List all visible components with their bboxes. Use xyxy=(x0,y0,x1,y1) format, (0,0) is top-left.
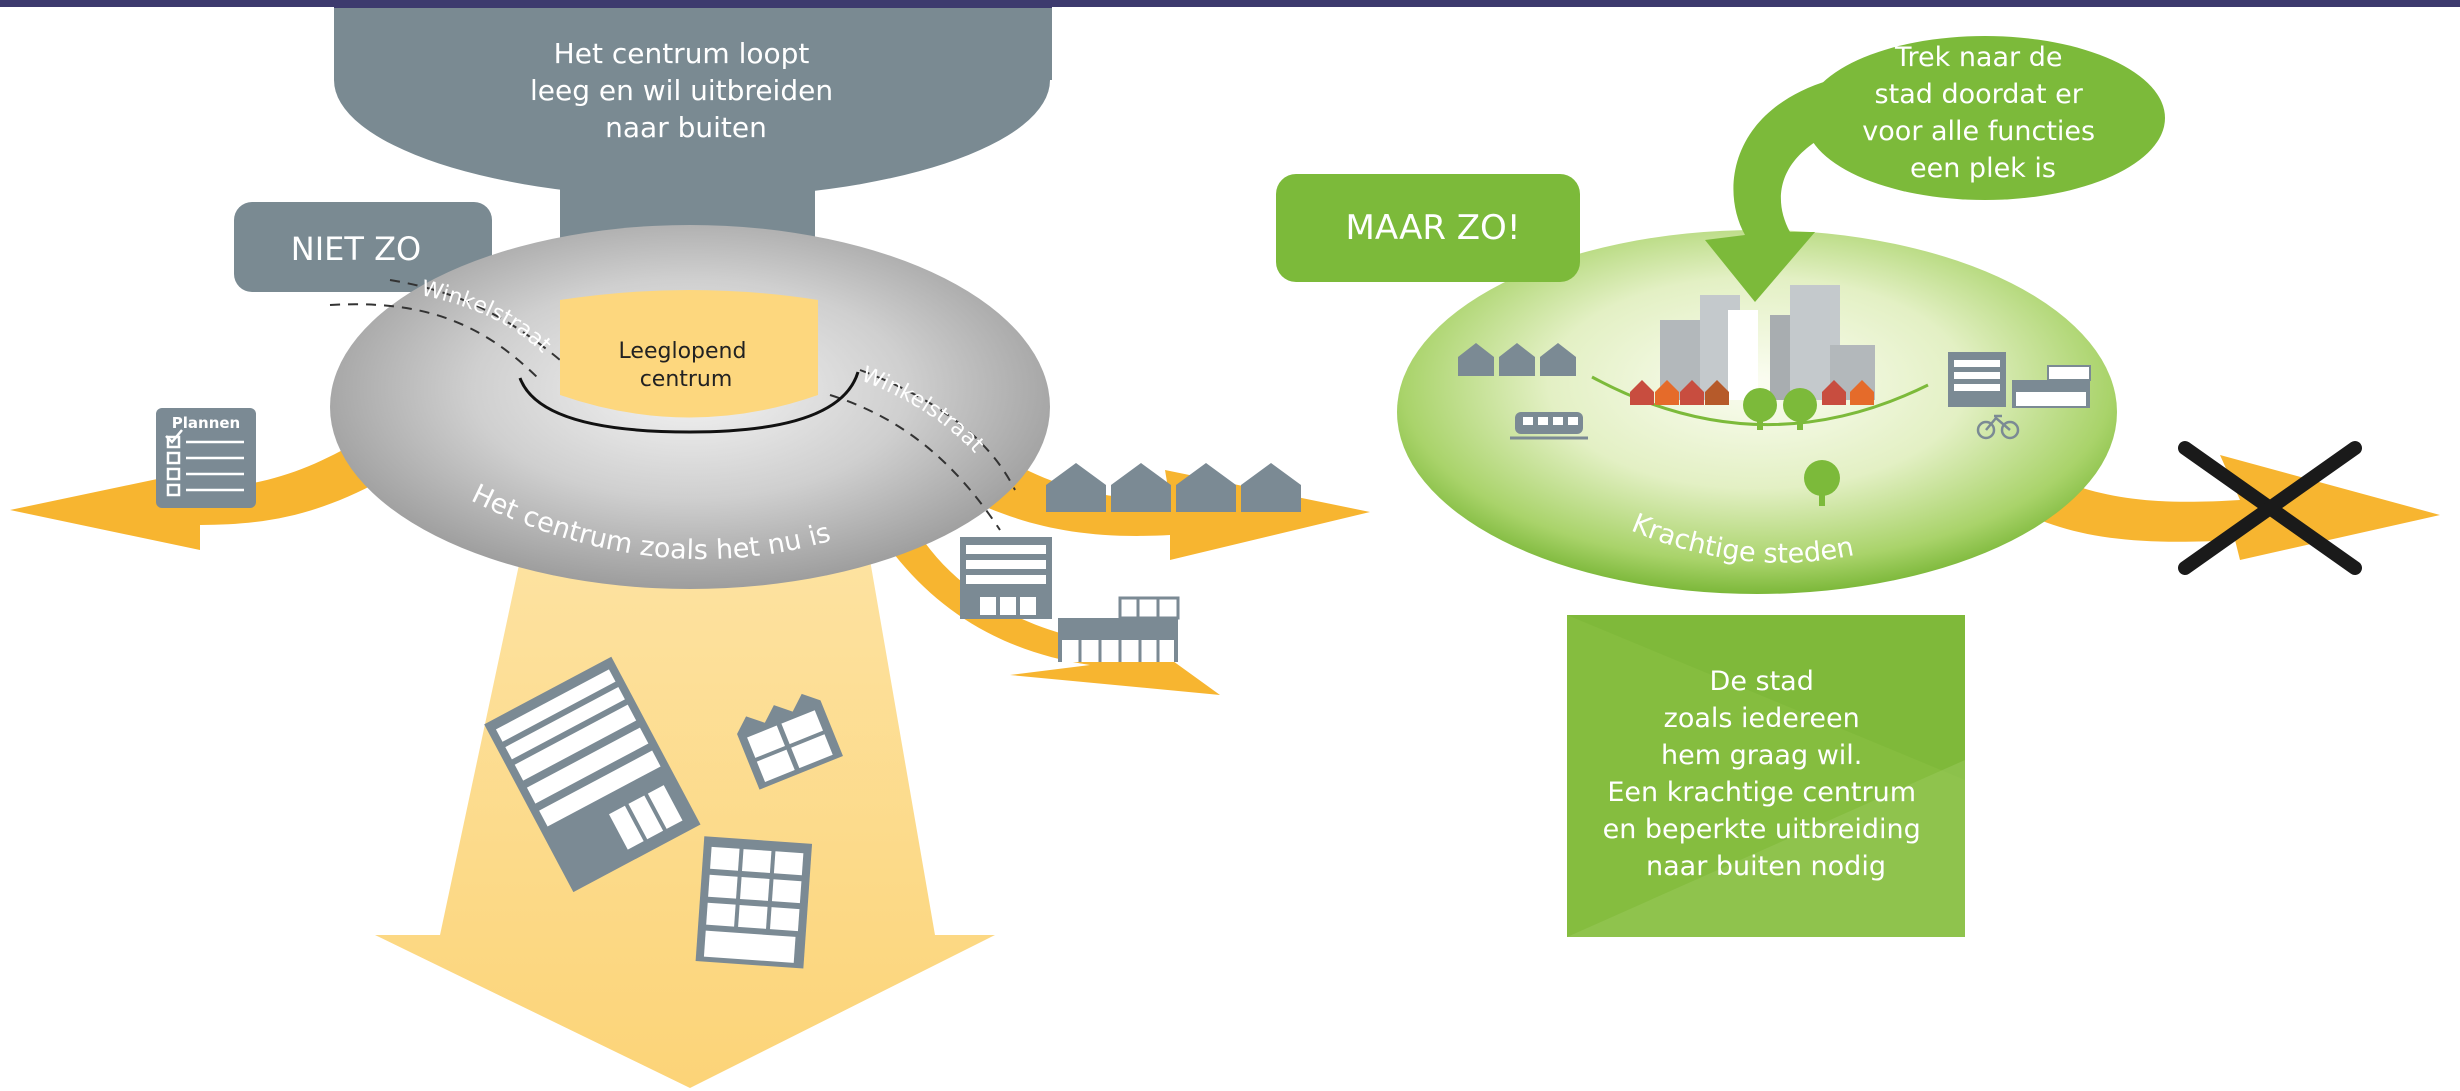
svg-text:Leeglopend centrum: Leeglopend centrum xyxy=(619,339,754,392)
box-line-3: hem graag wil. xyxy=(1661,740,1862,771)
niet-zo-label: NIET ZO xyxy=(291,230,421,268)
box-line-5: en beperkte uitbreiding xyxy=(1603,814,1921,845)
office-building-icon xyxy=(960,537,1052,619)
empty-center-box: Leeglopend centrum xyxy=(518,290,860,434)
street-dash-left xyxy=(329,303,541,381)
blocked-arrow xyxy=(2040,455,2440,560)
tree-icon xyxy=(1804,460,1840,506)
city-skyline-icon xyxy=(1630,285,1875,430)
svg-text:Trek naar de stad door: Trek naar de stad doordat er voor alle f… xyxy=(1862,42,2103,184)
checklist-icon: Plannen xyxy=(156,408,256,508)
maar-zo-tag: MAAR ZO! xyxy=(1276,174,1580,282)
shop-icon xyxy=(1058,596,1180,662)
green-office-icon xyxy=(1948,352,2091,408)
top-bubble-line-3: naar buiten xyxy=(605,111,767,144)
apartment-building-icon xyxy=(695,836,813,969)
street-dash-left-2 xyxy=(389,279,561,361)
plans-title: Plannen xyxy=(172,414,240,432)
maar-zo-label: MAAR ZO! xyxy=(1346,208,1521,248)
box-line-2: zoals iedereen xyxy=(1664,703,1860,734)
top-bubble-line-1: Het centrum loopt xyxy=(554,37,810,70)
cross-icon xyxy=(2178,441,2362,575)
top-bar xyxy=(0,0,2460,7)
house-cluster-icon xyxy=(737,693,843,790)
tilted-office-icon xyxy=(484,656,701,893)
speech-line-2: stad doordat er xyxy=(1875,79,2084,110)
speech-line-4: een plek is xyxy=(1910,153,2056,184)
box-line-1: De stad xyxy=(1710,666,1814,697)
niet-zo-tag: NIET ZO xyxy=(234,202,492,292)
right-panel: Trek naar de stad doordat er voor alle f… xyxy=(1276,36,2440,937)
street-dash-right xyxy=(829,394,1001,531)
svg-text:De stad zoals iedereen: De stad zoals iedereen hem graag wil. Ee… xyxy=(1603,666,1930,882)
speech-bubble: Trek naar de stad doordat er voor alle f… xyxy=(1705,36,2165,302)
left-panel: Het centrum loopt leeg en wil uitbreiden… xyxy=(10,0,1370,1088)
row-houses-icon xyxy=(1046,463,1301,512)
box-line-4: Een krachtige centrum xyxy=(1607,777,1916,808)
street-dash-right-2 xyxy=(859,369,1016,491)
green-row-houses-icon xyxy=(1458,343,1576,376)
top-bubble-line-2: leeg en wil uitbreiden xyxy=(530,74,833,107)
bicycle-icon xyxy=(1976,414,2020,440)
empty-center-line-2: centrum xyxy=(640,367,733,392)
box-line-6: naar buiten nodig xyxy=(1646,851,1886,882)
desired-city-box: De stad zoals iedereen hem graag wil. Ee… xyxy=(1567,615,1965,937)
speech-line-1: Trek naar de xyxy=(1894,42,2063,73)
speech-line-3: voor alle functies xyxy=(1862,116,2095,147)
svg-text:Het centrum loopt leeg: Het centrum loopt leeg en wil uitbreiden… xyxy=(530,37,842,144)
train-icon xyxy=(1510,412,1588,440)
empty-center-line-1: Leeglopend xyxy=(619,339,747,364)
